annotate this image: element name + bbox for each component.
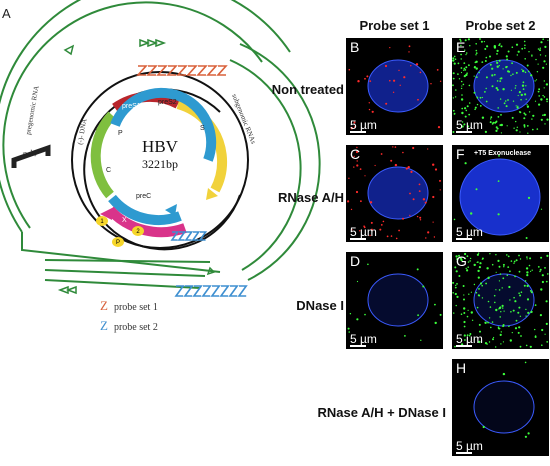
probe-set-1-zigzag (136, 65, 228, 76)
micrograph-image (347, 146, 441, 240)
row-rnase: RNase A/H (278, 190, 344, 205)
gene-X (106, 206, 187, 238)
rna-transcripts (0, 0, 321, 289)
micrograph-G: G 5 µm (452, 252, 549, 349)
micrograph-D: D 5 µm (346, 252, 443, 349)
probe-set-2-zigzag-outer (174, 285, 248, 297)
gene-label-preS2: preS2 (158, 99, 177, 106)
micrograph-image (473, 361, 535, 438)
pregenomic-rna-label: pregenomic RNA (24, 85, 40, 135)
gene-C (90, 111, 116, 199)
gene-label-P: P (118, 130, 123, 137)
micrograph-image (348, 45, 442, 130)
gene-label-C: C (106, 167, 111, 174)
gene-preC (108, 194, 182, 225)
micrograph-B: B 5 µm (346, 38, 443, 135)
minus-dna-label: (-)- DNA (76, 118, 88, 145)
probe-set-2-zigzag-inner (170, 231, 208, 241)
micrograph-C: C 5 µm (346, 145, 443, 242)
subgenomic-rna-arc (239, 43, 321, 281)
poly-label: Poly (22, 147, 39, 160)
marker-P (112, 237, 124, 247)
marker-1 (96, 216, 108, 226)
gene-P (110, 87, 217, 162)
column-probe-set-2: Probe set 2 (465, 18, 536, 33)
panel-label: A (2, 6, 11, 21)
svg-text:1: 1 (100, 219, 104, 225)
micrograph-image (452, 38, 549, 134)
gene-label-preC: preC (136, 193, 151, 200)
gene-label-preS1: preS1 (122, 103, 141, 110)
micrograph-E: E 5 µm (452, 38, 549, 135)
micrograph-image (347, 263, 442, 341)
genome-name: HBV (142, 137, 179, 156)
poly-marker (11, 144, 51, 168)
svg-text:2: 2 (136, 229, 140, 235)
micrograph-image (452, 252, 549, 348)
micrograph-F: F +T5 Exonuclease 5 µm (452, 145, 549, 242)
row-non-treated: Non treated (271, 82, 344, 97)
gene-label-S: S (200, 125, 205, 132)
column-probe-set-1: Probe set 1 (359, 18, 430, 33)
row-rnase-dnase: RNase A/H + DNase I (317, 405, 447, 420)
row-dnase: DNase I (296, 298, 344, 313)
marker-2 (132, 226, 144, 236)
micrograph-image (453, 155, 543, 239)
pregenomic-rna-arc (0, 0, 291, 233)
micrograph-H: H 5 µm (452, 359, 549, 456)
svg-text:P: P (116, 240, 120, 246)
subgenomic-rna-label: subgenomic RNAs (230, 93, 257, 145)
gene-label-X: X (122, 217, 127, 224)
genome-size: 3221bp (142, 157, 178, 171)
hbv-genome-diagram: pregenomic RNA subgenomic RNAs (-)- DNA … (0, 0, 321, 297)
